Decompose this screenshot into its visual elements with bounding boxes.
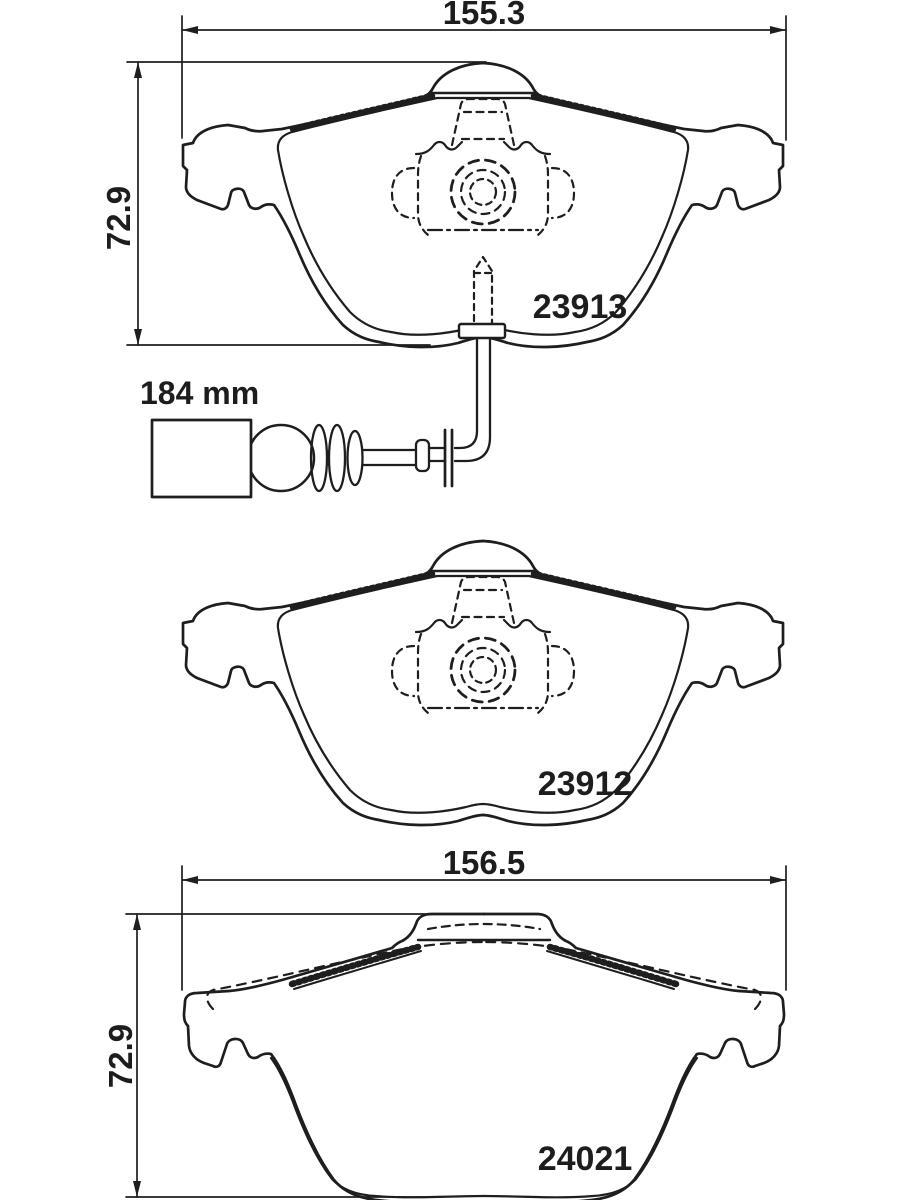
height-dimension-label-pad3: 72.9 xyxy=(102,1024,139,1088)
pad-backplate-outline xyxy=(182,912,486,1200)
pad-24021-left-half xyxy=(182,912,486,1200)
caliper-finger-left xyxy=(390,166,416,220)
arrowhead-right xyxy=(770,876,786,884)
part-number-label-23912: 23912 xyxy=(538,765,633,803)
arrowhead-left xyxy=(182,26,198,34)
sensor-mount-clip xyxy=(457,322,507,340)
pad-edge-inner-line xyxy=(293,950,422,990)
extension-lines xyxy=(181,15,787,141)
spring-clip-seam xyxy=(414,140,552,156)
sensor-plug-ball xyxy=(246,423,316,493)
extension-lines xyxy=(181,865,787,991)
height-dimension-label-pad1: 72.9 xyxy=(100,186,137,250)
brake-pad-shape-a xyxy=(181,61,783,349)
crown-hidden-line xyxy=(426,922,542,931)
guide-tongue-outline xyxy=(450,97,516,147)
sensor-bellows xyxy=(309,423,364,493)
width-dimension-label-pad3: 156.5 xyxy=(443,844,526,881)
sensor-connector-housing xyxy=(150,418,253,499)
dimension-height-pad3 xyxy=(125,913,433,1198)
sensor-cable-stem xyxy=(361,448,418,467)
piston-ring-middle xyxy=(459,168,507,216)
part-number-label-24021: 24021 xyxy=(538,1140,633,1178)
pad-a-right-half xyxy=(483,63,783,347)
width-dimension-label-pad1: 155.3 xyxy=(443,0,526,31)
brake-pad-drawing-24021 xyxy=(182,912,784,1200)
seam-right xyxy=(502,140,552,156)
arrowhead-top xyxy=(134,62,142,78)
piston-ring-outer xyxy=(449,158,517,226)
pad-a-left-half xyxy=(181,61,485,349)
pad-edge-serration xyxy=(289,92,436,133)
pad-edge-serration xyxy=(288,943,422,988)
sensor-cable-mid xyxy=(427,446,447,463)
piston-ring-inner xyxy=(468,177,498,207)
dimension-width-pad1 xyxy=(181,15,787,141)
brake-pad-drawing-23912 xyxy=(183,541,783,825)
part-number-label-23913: 23913 xyxy=(533,288,628,326)
sensor-pin-hidden xyxy=(472,255,494,334)
arrowhead-bottom xyxy=(133,1181,141,1197)
arrowhead-bottom xyxy=(134,329,142,345)
seam-left xyxy=(414,140,464,156)
pad-24021-right-half xyxy=(484,914,784,1200)
dimension-width-pad3 xyxy=(181,865,787,991)
dimension-lines xyxy=(125,15,787,1198)
arrowhead-left xyxy=(182,876,198,884)
caliper-finger-right xyxy=(550,166,576,220)
arrowhead-right xyxy=(770,26,786,34)
friction-top-hidden-line xyxy=(205,940,486,1011)
guide-tongue-inner-lines xyxy=(460,110,506,141)
piston-body-right-side xyxy=(536,154,550,237)
extension-lines xyxy=(126,61,487,346)
arrowhead-top xyxy=(133,914,141,930)
sensor-crimp-bars xyxy=(443,428,454,488)
pad-backplate-outline xyxy=(181,61,485,349)
dimension-height-pad1 xyxy=(126,61,487,346)
sensor-length-label: 184 mm xyxy=(140,375,259,411)
sensor-ferrule xyxy=(414,438,431,473)
pad-friction-outline xyxy=(276,96,485,336)
sensor-cable-elbow xyxy=(453,336,492,463)
caliper-piston-hidden-detail xyxy=(390,97,576,237)
pad-friction-outline xyxy=(269,1056,486,1199)
extension-lines xyxy=(125,913,433,1198)
piston-body-left-side xyxy=(416,154,430,237)
wear-sensor-assembly xyxy=(150,255,507,499)
